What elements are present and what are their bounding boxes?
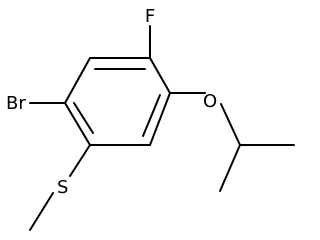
ch-methyl-bond-down: [219, 144, 241, 192]
ring-double-bond-right-inner: [142, 94, 161, 137]
molecule-diagram: F Br O S: [6, 6, 295, 231]
ring-double-bond-left-inner: [73, 102, 94, 134]
c-s-bond: [69, 144, 91, 177]
sulfur-label: S: [57, 177, 68, 198]
benzene-ring: [64, 57, 171, 146]
fluorine-substituent: F: [145, 6, 155, 59]
bromine-label: Br: [6, 93, 26, 114]
fluorine-label: F: [145, 6, 155, 27]
s-methyl-bond: [29, 192, 54, 231]
o-ch-bond: [220, 103, 241, 146]
oxygen-label: O: [203, 91, 217, 112]
ring-bond-upper-right: [149, 57, 171, 94]
ring-bond-lower-left: [64, 102, 91, 146]
chemical-structure-canvas: F Br O S: [6, 6, 295, 231]
isopropoxy-substituent: O: [169, 91, 295, 192]
ring-bond-upper-left: [64, 57, 91, 104]
bromine-substituent: Br: [6, 93, 66, 114]
ring-bond-lower-right: [149, 92, 171, 146]
methylthio-substituent: S: [29, 144, 91, 231]
